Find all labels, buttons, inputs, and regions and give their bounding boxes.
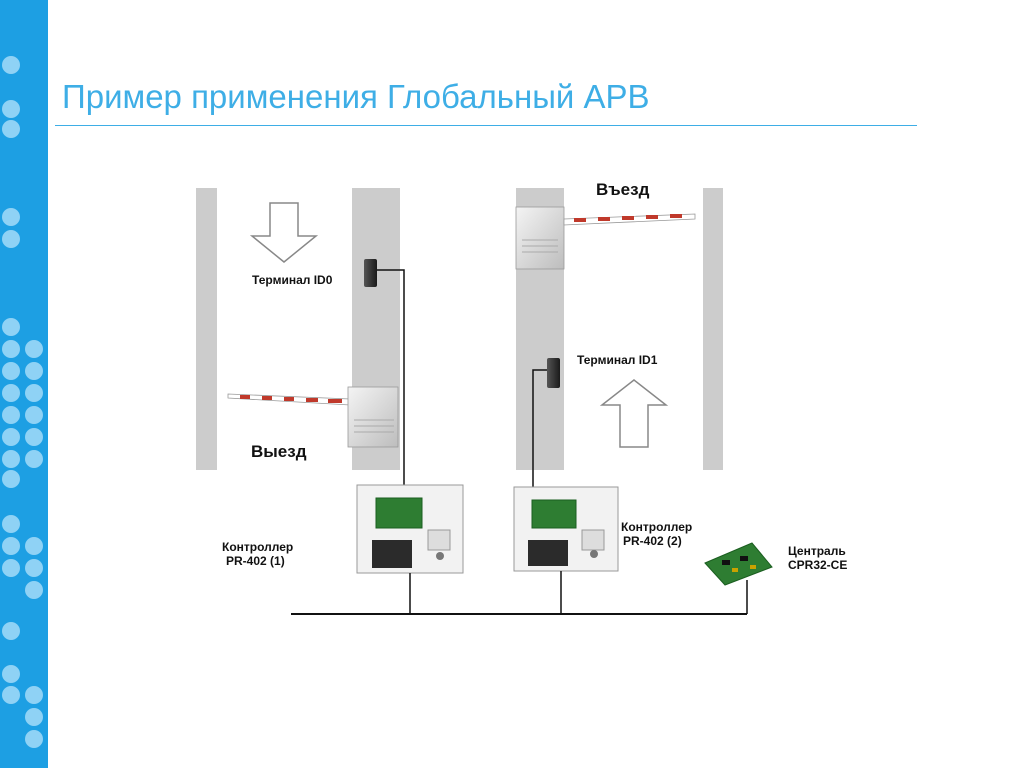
controller1-label: Контроллер PR-402 (1): [222, 540, 293, 568]
sidebar-dot: [25, 450, 43, 468]
sidebar-stripe: [0, 0, 48, 768]
controller2-label-line1: Контроллер: [621, 520, 693, 534]
terminal-id1-label: Терминал ID1: [577, 353, 658, 367]
sidebar-dot: [2, 120, 20, 138]
sidebar-dot: [2, 56, 20, 74]
entry-label: Въезд: [596, 180, 650, 199]
terminal-id0-label: Терминал ID0: [252, 273, 333, 287]
sidebar-dot: [25, 428, 43, 446]
sidebar-dot: [2, 384, 20, 402]
exit-barrier-icon: [227, 386, 399, 448]
terminal-id1-reader-icon: [547, 358, 560, 388]
sidebar-dot: [25, 686, 43, 704]
lane-right-outer: [703, 188, 723, 470]
controller2-label-line2: PR-402 (2): [623, 534, 682, 548]
sidebar-dot: [25, 340, 43, 358]
sidebar-dot: [2, 665, 20, 683]
sidebar-dot: [2, 340, 20, 358]
sidebar-dot: [2, 559, 20, 577]
sidebar-dot: [2, 100, 20, 118]
central-label: Централь CPR32-CE: [788, 544, 847, 572]
controller-pr402-2-icon: [513, 486, 619, 572]
central-cpr32-board-icon: [704, 542, 773, 586]
sidebar-dot: [25, 406, 43, 424]
sidebar-dot: [25, 537, 43, 555]
sidebar-dot: [2, 318, 20, 336]
sidebar-dot: [2, 450, 20, 468]
wire-id0-controller1: [377, 269, 405, 503]
sidebar-dot: [25, 708, 43, 726]
sidebar-dot: [2, 622, 20, 640]
title-underline: [55, 125, 917, 126]
sidebar-dot: [25, 581, 43, 599]
sidebar-dot: [2, 208, 20, 226]
sidebar-dot: [2, 362, 20, 380]
sidebar-dot: [2, 428, 20, 446]
lane-left-outer: [196, 188, 217, 470]
sidebar-dot: [2, 515, 20, 533]
sidebar-dot: [2, 230, 20, 248]
controller2-label: Контроллер PR-402 (2): [621, 520, 692, 548]
sidebar-dot: [2, 406, 20, 424]
sidebar-dot: [2, 537, 20, 555]
wire-id1-controller2: [532, 369, 547, 505]
sidebar-dot: [25, 559, 43, 577]
sidebar-dot: [25, 384, 43, 402]
controller1-label-line2: PR-402 (1): [226, 554, 285, 568]
terminal-id0-reader-icon: [364, 259, 377, 287]
sidebar-dot: [25, 730, 43, 748]
sidebar-dot: [2, 686, 20, 704]
central-label-line1: Централь: [788, 544, 846, 558]
entry-barrier-icon: [515, 206, 696, 270]
central-label-line2: CPR32-CE: [788, 558, 848, 572]
sidebar-dot: [2, 470, 20, 488]
arrow-up-icon: [599, 379, 669, 448]
slide-title: Пример применения Глобальный АРВ: [62, 78, 650, 115]
sidebar-dot: [25, 362, 43, 380]
controller1-label-line1: Контроллер: [222, 540, 294, 554]
arrow-down-icon: [249, 202, 319, 263]
exit-label: Выезд: [251, 442, 307, 461]
controller-pr402-1-icon: [356, 484, 464, 574]
